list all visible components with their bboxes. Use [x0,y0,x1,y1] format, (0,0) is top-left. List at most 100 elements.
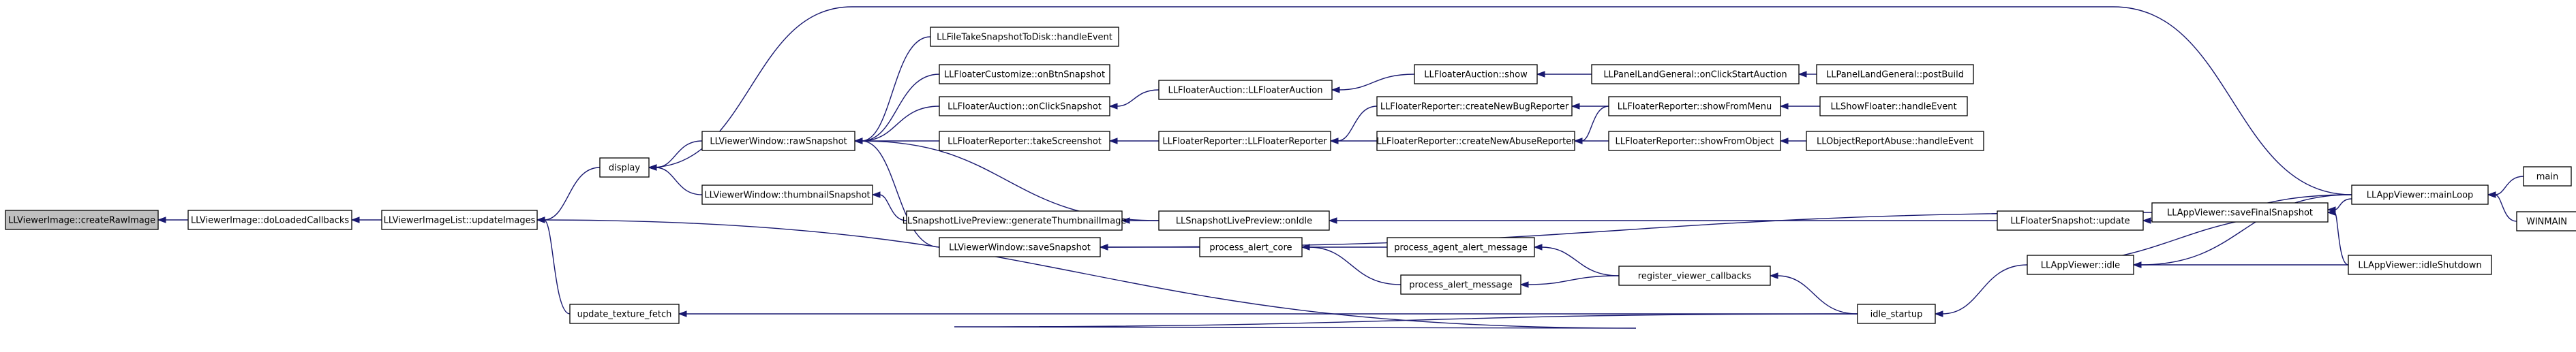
node-main-loop[interactable]: LLAppViewer::mainLoop [2351,185,2489,205]
edge-line [1308,246,1401,285]
edge-line [1541,246,1620,276]
edge-generateThumbnail-to-thumbnailSnapshot [871,191,907,221]
arrowhead-icon [1769,272,1778,279]
node-show-floater[interactable]: LLShowFloater::handleEvent [1819,96,1968,116]
call-nodes: LLViewerImage::createRawImage LLViewerIma… [5,27,2576,324]
node-box [1158,80,1333,100]
node-box [1158,210,1330,231]
node-panel-click-start-auction[interactable]: LLPanelLandGeneral::onClickStartAuction [1591,64,1800,84]
node-box [906,210,1123,231]
node-display[interactable]: display [599,157,650,178]
arrowhead-icon [350,217,360,223]
call-edges [157,6,2524,329]
arrowhead-icon [678,310,687,317]
node-create-bug-reporter[interactable]: LLFloaterReporter::createNewBugReporter [1376,96,1573,116]
edge-createBugReporter-to-reporterCtor [1329,106,1378,144]
node-show-from-object[interactable]: LLFloaterReporter::showFromObject [1608,131,1781,151]
node-box [1400,274,1521,295]
edge-createAbuseReporter-to-reporterCtor [1329,138,1378,144]
edge-showFromMenu-to-createAbuseReporter [1573,106,1609,144]
node-box [569,304,680,324]
node-generate-thumbnail[interactable]: LLSnapshotLivePreview::generateThumbnail… [903,210,1127,231]
node-box [5,210,159,230]
arrowhead-icon [2327,206,2336,213]
node-label: process_agent_alert_message [1394,243,1527,253]
edge-appIdle-to-idleStartup [1934,264,2028,317]
node-label: idle_startup [1870,310,1923,320]
edge-display-to-updateImages [536,167,601,223]
node-label: LLSnapshotLivePreview::generateThumbnail… [903,217,1127,227]
edge-line [1941,264,2028,315]
node-register-callbacks[interactable]: register_viewer_callbacks [1618,266,1771,286]
node-label: LLFloaterAuction::LLFloaterAuction [1168,86,1323,96]
edge-idleShutdown-to-saveFinalSnapshot [2327,209,2349,266]
node-panel-post-build[interactable]: LLPanelLandGeneral::postBuild [1816,64,1974,84]
edge-processAlert-to-processAlertCore [1301,244,1401,285]
arrowhead-icon [1779,103,1789,110]
node-process-alert[interactable]: process_alert_message [1400,274,1521,295]
edge-showFromMenu-to-createBugReporter [1571,103,1609,110]
edge-updateTextureFetch-to-updateImages [536,217,571,315]
node-file-take-snapshot[interactable]: LLFileTakeSnapshotToDisk::handleEvent [930,27,1119,47]
node-label: LLAppViewer::idleShutdown [2358,261,2481,271]
node-update-texture-fetch[interactable]: update_texture_fetch [569,304,680,324]
node-auction-click-snapshot[interactable]: LLFloaterAuction::onClickSnapshot [939,96,1110,116]
edge-idleStartup-to-updateTextureFetch [678,310,1858,317]
arrowhead-icon [1329,138,1339,144]
node-auction-show[interactable]: LLFloaterAuction::show [1414,64,1538,84]
node-label: LLViewerWindow::thumbnailSnapshot [704,191,870,201]
node-save-snapshot[interactable]: LLViewerWindow::saveSnapshot [939,237,1101,257]
node-winmain[interactable]: WINMAIN [2516,211,2576,231]
node-main[interactable]: main [2523,166,2572,187]
edge-line [543,219,571,315]
node-label: LLFloaterSnapshot::update [2010,217,2130,227]
edge-onIdle-to-generateThumbnail [1121,217,1159,224]
arrowhead-icon [648,164,657,171]
arrowhead-icon [1934,310,1943,317]
arrowhead-icon [2132,261,2142,268]
arrowhead-icon [1108,138,1118,144]
edge-registerCallbacks-to-processAlert [1519,275,1620,288]
node-app-idle[interactable]: LLAppViewer::idle [2027,255,2134,275]
node-save-final-snapshot[interactable]: LLAppViewer::saveFinalSnapshot [2151,202,2329,223]
node-raw-snapshot[interactable]: LLViewerWindow::rawSnapshot [701,131,855,151]
edge-updateImages-to-doLoadedCallbacks [350,217,382,223]
node-box [939,237,1101,257]
node-label: LLFloaterAuction::show [1424,70,1528,80]
node-update-images[interactable]: LLViewerImageList::updateImages [381,210,538,230]
edge-winmain-to-mainLoop [2487,191,2517,222]
node-create-raw-image[interactable]: LLViewerImage::createRawImage [5,210,159,230]
node-box [701,185,873,205]
node-on-idle[interactable]: LLSnapshotLivePreview::onIdle [1158,210,1330,231]
node-label: LLAppViewer::idle [2041,261,2120,271]
node-object-report-abuse[interactable]: LLObjectReportAbuse::handleEvent [1806,131,1984,151]
edge-auctionShow-to-auctionCtor [1331,74,1415,93]
node-box [930,27,1119,47]
node-auction-ctor[interactable]: LLFloaterAuction::LLFloaterAuction [1158,80,1333,100]
node-reporter-take-screenshot[interactable]: LLFloaterReporter::takeScreenshot [939,131,1110,151]
node-label: LLViewerImageList::updateImages [384,216,536,226]
edge-line [861,140,940,248]
node-label: LLViewerWindow::rawSnapshot [710,137,847,147]
edge-line [2494,176,2524,195]
node-process-alert-core[interactable]: process_alert_core [1199,237,1303,257]
node-show-from-menu[interactable]: LLFloaterReporter::showFromMenu [1608,96,1781,116]
node-create-abuse-reporter[interactable]: LLFloaterReporter::createNewAbuseReporte… [1376,131,1575,151]
node-thumbnail-snapshot[interactable]: LLViewerWindow::thumbnailSnapshot [701,185,873,205]
node-label: LLShowFloater::handleEvent [1830,102,1956,112]
edge-rawSnapshot-to-display [648,140,703,171]
edge-line [2140,194,2352,266]
edge-line [2334,198,2352,210]
node-floater-snapshot-update[interactable]: LLFloaterSnapshot::update [1997,210,2144,231]
edge-registerCallbacks-to-processAgentAlert [1533,244,1620,276]
arrowhead-icon [1798,71,1807,78]
node-idle-shutdown[interactable]: LLAppViewer::idleShutdown [2348,255,2492,275]
node-do-loaded-callbacks[interactable]: LLViewerImage::doLoadedCallbacks [187,210,352,230]
node-reporter-ctor[interactable]: LLFloaterReporter::LLFloaterReporter [1158,131,1331,151]
node-label: LLViewerWindow::saveSnapshot [949,243,1091,253]
node-idle-startup[interactable]: idle_startup [1857,304,1936,324]
node-process-agent-alert[interactable]: process_agent_alert_message [1387,237,1535,257]
node-customize-snapshot[interactable]: LLFloaterCustomize::onBtnSnapshot [939,64,1110,84]
edge-line [543,167,601,221]
node-box [1608,96,1781,116]
